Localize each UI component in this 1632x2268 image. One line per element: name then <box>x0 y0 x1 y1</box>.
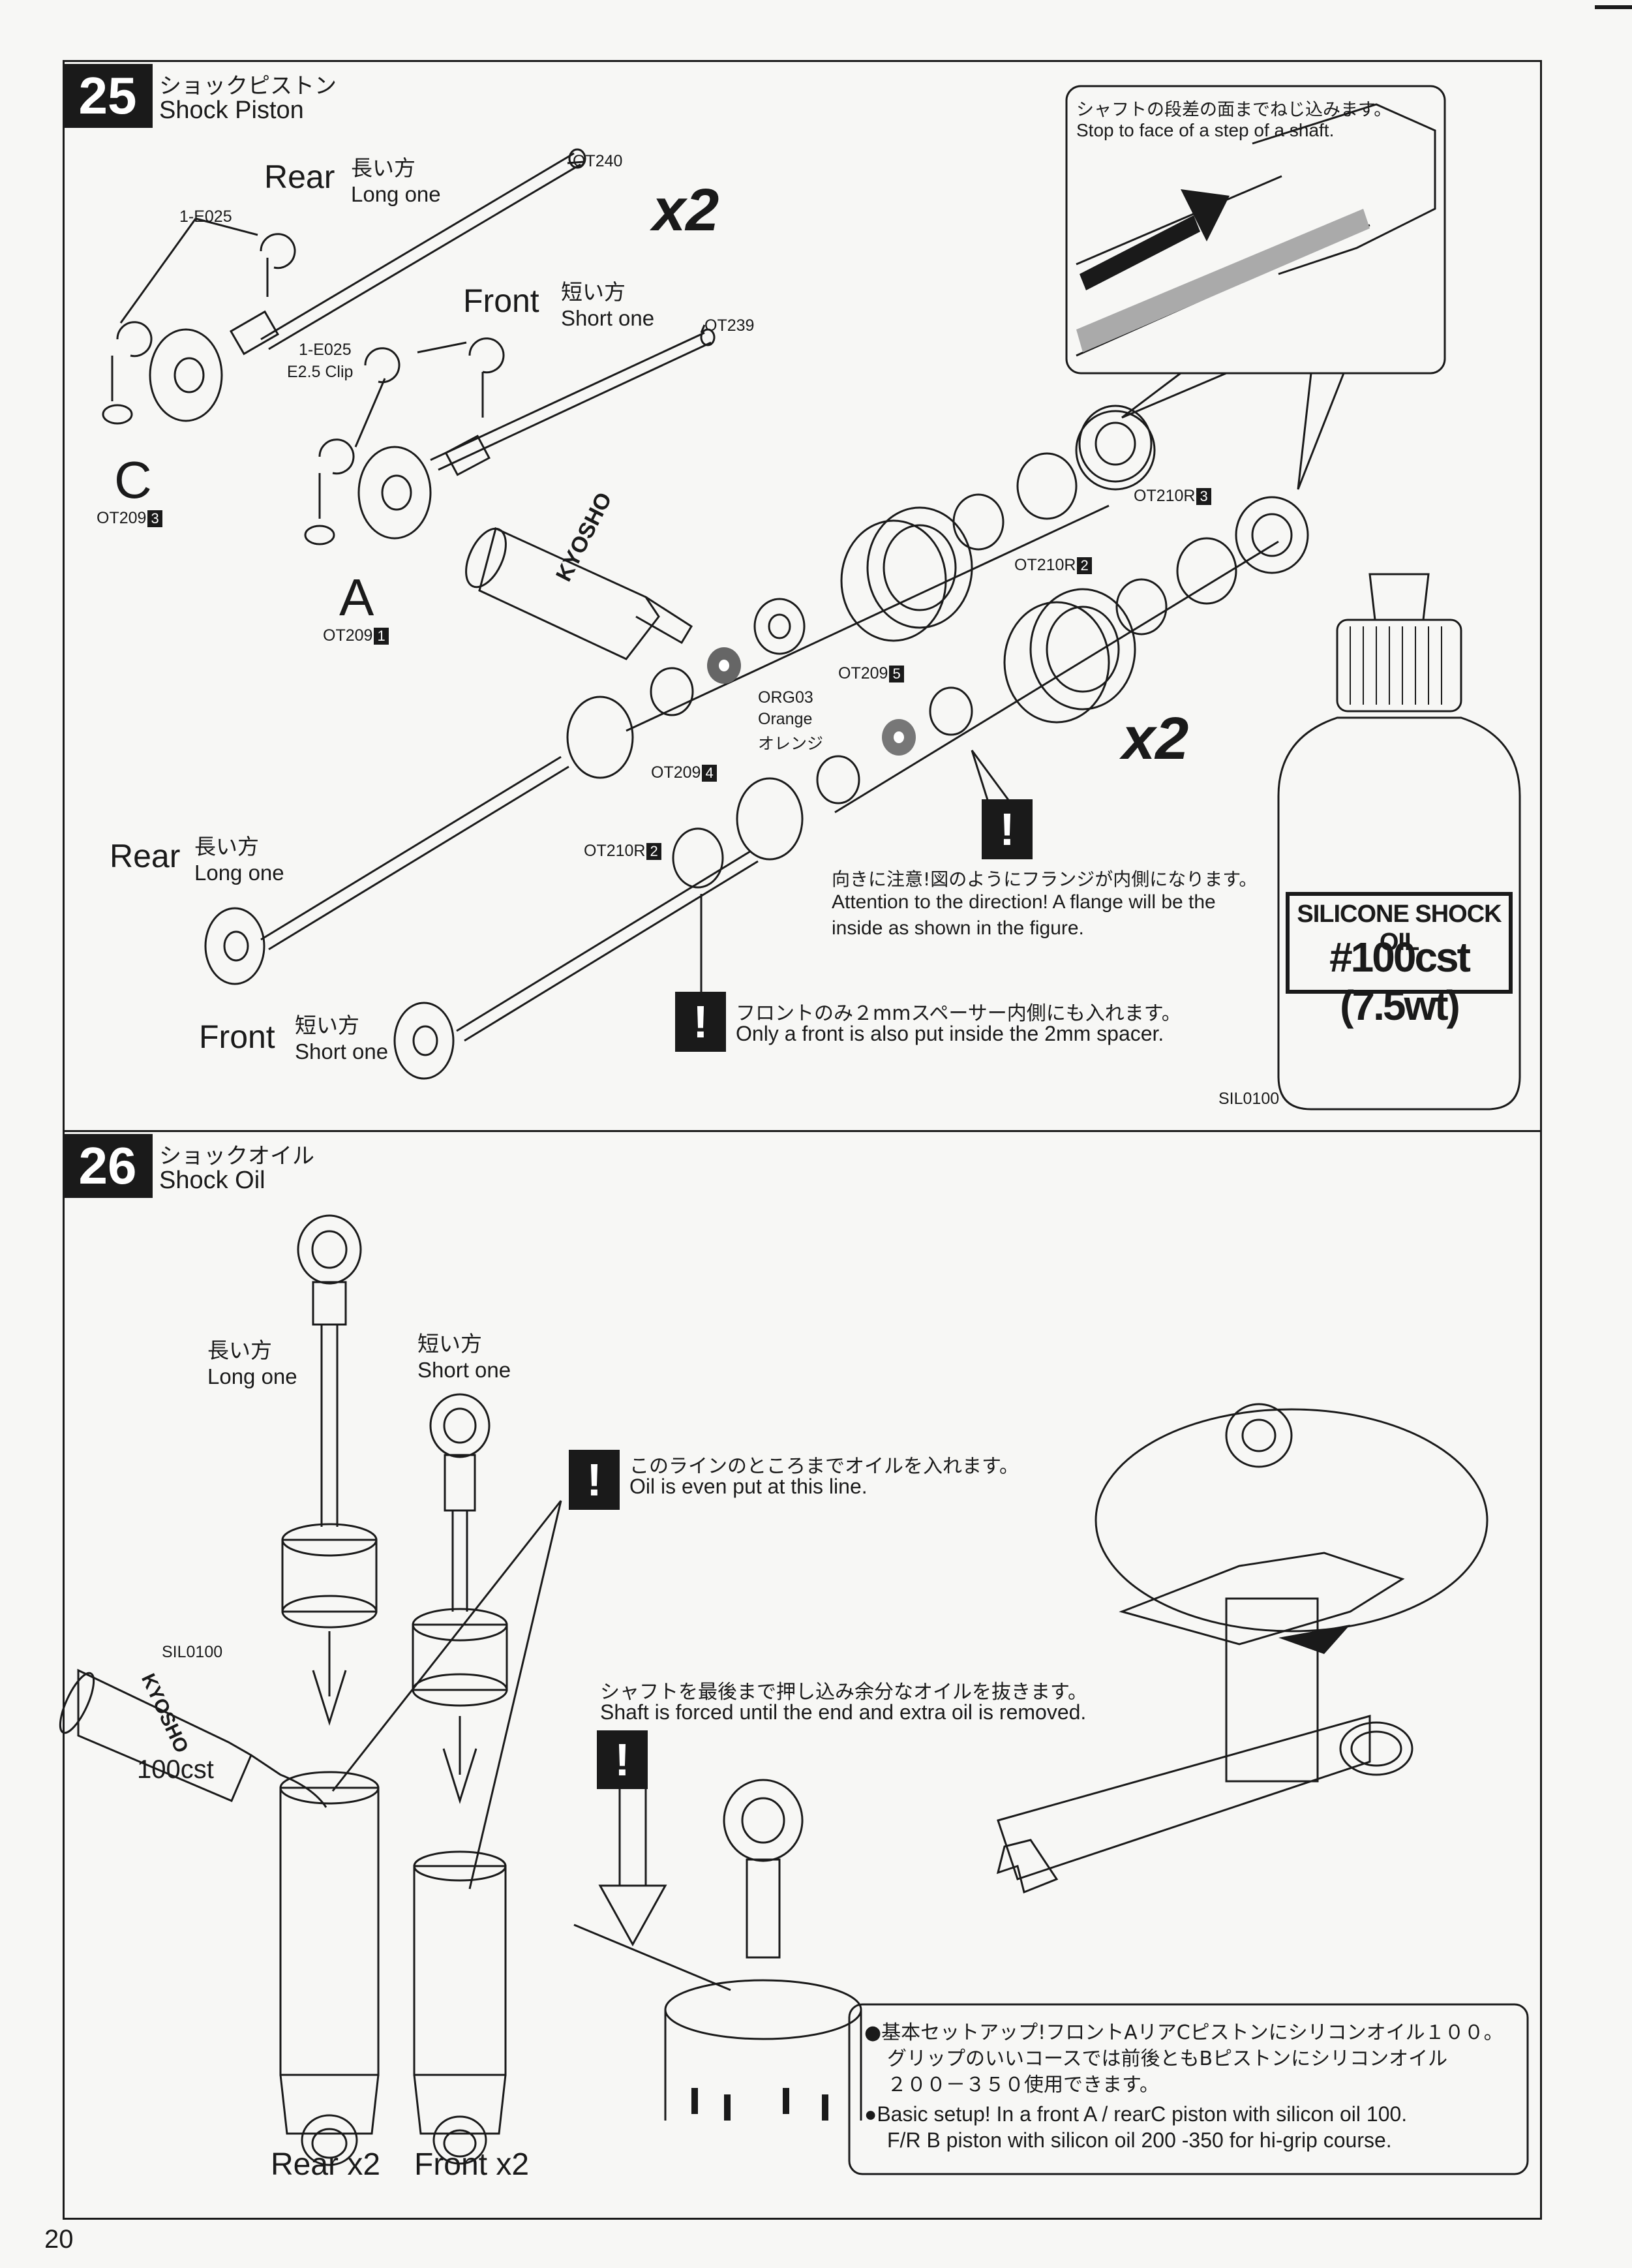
oil-label-line1: SILICONE SHOCK OIL <box>1297 900 1502 956</box>
step25-title-en: Shock Piston <box>159 97 304 124</box>
setup-jp1: ●基本セットアップ!フロントAリアCピストンにシリコンオイル１００。 <box>864 2021 1504 2044</box>
step25-title-jp: ショックピストン <box>159 73 337 99</box>
part-ot240: OT240 <box>573 152 623 170</box>
letter-c: C <box>114 451 152 509</box>
part-e025-b: 1-E025 <box>299 341 352 359</box>
part-orange: Orange <box>758 710 813 728</box>
step26-frame <box>63 1130 1542 2220</box>
attention-en1: Attention to the direction! A flange wil… <box>832 891 1216 913</box>
rear-top-sub: Long one <box>351 182 441 206</box>
step26-title-jp: ショックオイル <box>159 1143 314 1169</box>
long-jp: 長い方 <box>207 1338 272 1363</box>
front-top-label: Front <box>463 283 539 319</box>
attention-jp: 向きに注意!図のようにフランジが内側になります。 <box>832 868 1258 890</box>
spacer-excl-icon: ! <box>675 992 726 1052</box>
rear-bottom-label: Rear <box>110 838 181 874</box>
front-x2-label: Front x2 <box>414 2147 530 2182</box>
setup-jp3: ２００－３５０使用できます。 <box>887 2074 1159 2096</box>
oil-line-excl-icon: ! <box>569 1450 620 1510</box>
callout-en: Stop to face of a step of a shaft. <box>1076 120 1335 140</box>
page-number: 20 <box>44 2225 74 2254</box>
rear-x2-label: Rear x2 <box>271 2147 381 2182</box>
page-corner-rule <box>1595 5 1632 9</box>
rear-top-label: Rear <box>264 159 335 195</box>
part-e025-a: 1-E025 <box>179 207 232 226</box>
callout-jp: シャフトの段差の面までねじ込みます。 <box>1076 100 1392 120</box>
step26-number: 26 <box>63 1134 153 1198</box>
front-top-jp: 短い方 <box>561 279 626 305</box>
long-en: Long one <box>207 1364 297 1388</box>
oil-line-jp: このラインのところまでオイルを入れます。 <box>629 1455 1019 1478</box>
part-ot239: OT239 <box>704 316 755 335</box>
cst-label: 100cst <box>137 1755 214 1784</box>
x2-mid: x2 <box>1122 705 1189 772</box>
part-orange-jp: オレンジ <box>758 734 824 753</box>
shaft-excl-icon: ! <box>597 1730 648 1789</box>
step25-header-rule <box>63 60 1542 62</box>
step26-header-rule <box>63 1130 1542 1132</box>
rear-bottom-sub: Long one <box>194 861 284 885</box>
rear-top-jp: 長い方 <box>351 155 416 181</box>
short-jp: 短い方 <box>417 1331 482 1356</box>
shaft-note-en: Shaft is forced until the end and extra … <box>600 1700 1087 1724</box>
part-sil0100-top: SIL0100 <box>1218 1090 1280 1108</box>
shaft-note-jp: シャフトを最後まで押し込み余分なオイルを抜きます。 <box>600 1681 1087 1704</box>
step25-number: 25 <box>63 64 153 128</box>
x2-top: x2 <box>652 177 719 243</box>
attention-excl-icon: ! <box>982 799 1033 859</box>
step25-frame <box>63 60 1542 1130</box>
front-top-sub: Short one <box>561 306 655 330</box>
attention-en2: inside as shown in the figure. <box>832 917 1084 939</box>
front-bottom-sub: Short one <box>295 1039 389 1064</box>
part-e25clip: E2.5 Clip <box>287 363 354 381</box>
spacer-en: Only a front is also put inside the 2mm … <box>736 1022 1164 1045</box>
step26-title-en: Shock Oil <box>159 1167 265 1194</box>
oil-line-en: Oil is even put at this line. <box>629 1475 868 1498</box>
short-en: Short one <box>417 1358 511 1382</box>
spacer-jp: フロントのみ２mmスペーサー内側にも入れます。 <box>736 1002 1181 1025</box>
part-org03: ORG03 <box>758 688 813 707</box>
setup-en1: ●Basic setup! In a front A / rearC pisto… <box>864 2102 1408 2126</box>
oil-label-line2: #100cst (7.5wt) <box>1329 934 1471 1029</box>
sil0100-bottom: SIL0100 <box>162 1643 223 1661</box>
rear-bottom-jp: 長い方 <box>194 834 259 859</box>
setup-jp2: グリップのいいコースでは前後ともBピストンにシリコンオイル <box>887 2047 1448 2070</box>
setup-en2: F/R B piston with silicon oil 200 -350 f… <box>887 2128 1392 2152</box>
letter-a: A <box>339 568 374 626</box>
front-bottom-label: Front <box>199 1019 275 1055</box>
front-bottom-jp: 短い方 <box>295 1013 359 1038</box>
